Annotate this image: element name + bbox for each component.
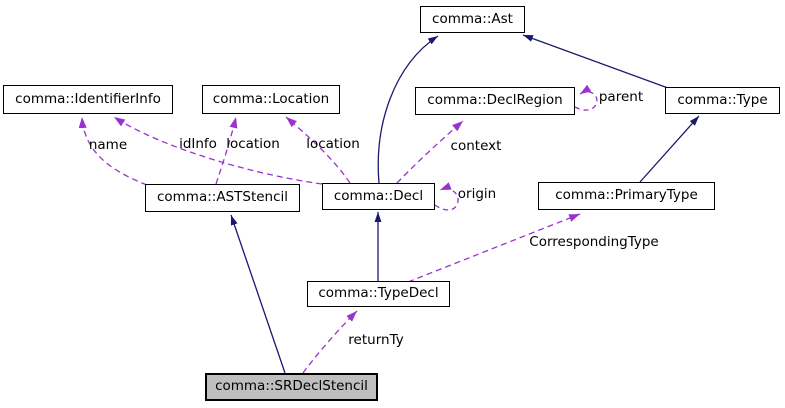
- node-label: comma::Type: [677, 91, 768, 108]
- node-comma-identifierinfo[interactable]: comma::IdentifierInfo: [3, 85, 173, 114]
- edge-label-location-1: location: [226, 136, 280, 152]
- node-label: comma::Location: [212, 90, 330, 107]
- edge-label-parent: parent: [598, 89, 644, 105]
- node-label: comma::Decl: [333, 187, 424, 204]
- edge-aststencil-location-location: [215, 116, 238, 185]
- edge-label-name: name: [88, 137, 128, 153]
- edge-type-to-ast: [522, 34, 669, 89]
- node-label: comma::ASTStencil: [156, 189, 289, 206]
- node-comma-declregion[interactable]: comma::DeclRegion: [415, 87, 575, 115]
- node-comma-primarytype[interactable]: comma::PrimaryType: [538, 182, 715, 210]
- edge-typedecl-correspondingtype-primarytype: [407, 213, 581, 283]
- node-comma-type[interactable]: comma::Type: [665, 87, 780, 114]
- node-comma-location[interactable]: comma::Location: [202, 85, 340, 114]
- node-label: comma::Ast: [432, 10, 513, 27]
- edge-decl-origin-selfloop: [434, 182, 459, 211]
- node-label: comma::DeclRegion: [427, 92, 563, 109]
- edge-label-correspondingtype: CorrespondingType: [529, 234, 659, 250]
- edge-srdeclstencil-returnty-typedecl: [302, 310, 358, 374]
- node-label: comma::TypeDecl: [318, 285, 439, 302]
- node-comma-ast[interactable]: comma::Ast: [420, 6, 525, 33]
- edge-label-returnty: returnTy: [348, 332, 404, 348]
- edge-label-context: context: [450, 138, 502, 154]
- edge-decl-context-declregion: [396, 120, 464, 184]
- node-comma-aststencil[interactable]: comma::ASTStencil: [145, 184, 300, 212]
- node-label: comma::SRDeclStencil: [215, 378, 368, 395]
- edge-decl-to-ast: [377, 35, 439, 184]
- edge-label-origin: origin: [457, 186, 497, 202]
- node-label: comma::IdentifierInfo: [15, 90, 161, 107]
- edge-decl-idinfo-identifierinfo: [113, 116, 323, 185]
- edge-srdeclstencil-to-aststencil: [230, 214, 286, 374]
- edge-label-location-2: location: [306, 136, 360, 152]
- edge-label-idinfo: idInfo: [179, 136, 217, 152]
- node-comma-typedecl[interactable]: comma::TypeDecl: [307, 281, 450, 307]
- edge-primarytype-to-type: [639, 115, 700, 183]
- node-label: comma::PrimaryType: [555, 187, 698, 204]
- node-comma-srdeclstencil: comma::SRDeclStencil: [205, 373, 378, 401]
- edge-decl-location-location: [285, 116, 351, 184]
- node-comma-decl[interactable]: comma::Decl: [322, 183, 435, 210]
- edge-declregion-parent-selfloop: [574, 84, 598, 111]
- edge-aststencil-name-identifierinfo: [78, 116, 148, 186]
